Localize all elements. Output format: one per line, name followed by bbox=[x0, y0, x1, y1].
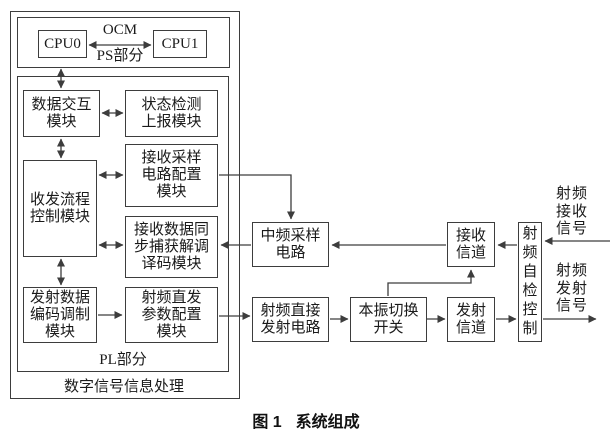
ocm-bus-label: OCM bbox=[102, 22, 138, 38]
label-line: 中频采样 bbox=[260, 227, 321, 244]
label-line: 电路配置 bbox=[141, 167, 202, 183]
label-line: 自 bbox=[522, 264, 538, 280]
label-line: 接收数据同 bbox=[133, 221, 209, 238]
outer-frame-digital-signal-processing bbox=[10, 11, 240, 399]
label-line: 模块 bbox=[156, 184, 187, 200]
label-line: 信号 bbox=[555, 221, 588, 237]
label-line: 数据交互 bbox=[31, 96, 92, 113]
box-rx-sync-decode-module: 接收数据同 步捕获解调 译码模块 bbox=[125, 216, 218, 278]
label-line: 电路 bbox=[275, 244, 306, 261]
ps-section-frame bbox=[17, 17, 230, 68]
box-cpu1: CPU1 bbox=[153, 30, 207, 58]
box-status-report-module: 状态检测 上报模块 bbox=[125, 90, 218, 137]
pl-section-frame bbox=[17, 76, 229, 372]
cpu1-label: CPU1 bbox=[161, 35, 199, 52]
label-line: 接收 bbox=[455, 227, 486, 244]
label-line: 信道 bbox=[455, 319, 486, 336]
box-tx-channel: 发射 信道 bbox=[447, 297, 495, 342]
outer-frame-label: 数字信号信息处理 bbox=[63, 379, 185, 395]
label-line: 控制模块 bbox=[29, 208, 90, 225]
label-line: 开关 bbox=[373, 319, 404, 336]
label-line: 收发流程 bbox=[29, 191, 90, 208]
label-line: 参数配置 bbox=[141, 306, 202, 323]
label-line: 发射 bbox=[555, 280, 588, 297]
box-rf-direct-tx-circuit: 射频直接 发射电路 bbox=[252, 297, 329, 342]
label-line: 状态检测 bbox=[141, 96, 202, 113]
label-line: 模块 bbox=[46, 113, 77, 130]
figure-caption-number: 图 1 bbox=[252, 414, 282, 431]
label-line: 发射电路 bbox=[260, 319, 321, 336]
label-line: 信道 bbox=[455, 244, 486, 261]
label-line: 发射 bbox=[455, 302, 486, 319]
cpu0-label: CPU0 bbox=[44, 35, 81, 52]
figure-caption: 图 1 系统组成 bbox=[0, 408, 612, 432]
box-rf-selfcheck-control: 射 频 自 检 控 制 bbox=[518, 222, 542, 342]
box-data-exchange-module: 数据交互 模块 bbox=[23, 90, 100, 137]
label-line: 接收 bbox=[555, 203, 588, 220]
label-line: 编码调制 bbox=[29, 306, 90, 323]
box-lo-switch: 本振切换 开关 bbox=[350, 297, 427, 342]
label-line: 射频 bbox=[555, 186, 588, 202]
label-line: 频 bbox=[522, 245, 538, 261]
box-rx-sampling-config-module: 接收采样 电路配置 模块 bbox=[125, 144, 218, 207]
box-flow-control-module: 收发流程 控制模块 bbox=[23, 160, 97, 257]
label-line: 射 bbox=[522, 226, 538, 242]
box-if-sampling-circuit: 中频采样 电路 bbox=[252, 222, 329, 267]
label-line: 步捕获解调 bbox=[133, 238, 209, 255]
box-tx-encode-mod-module: 发射数据 编码调制 模块 bbox=[23, 287, 97, 343]
label-line: 射频直发 bbox=[141, 289, 202, 306]
rf-receive-signal-label: 射频 接收 信号 bbox=[550, 186, 594, 239]
label-line: 模块 bbox=[44, 323, 75, 340]
label-line: 控 bbox=[522, 302, 538, 318]
label-line: 上报模块 bbox=[141, 113, 202, 130]
label-line: 发射数据 bbox=[29, 289, 90, 306]
label-line: 检 bbox=[522, 283, 538, 299]
label-line: 模块 bbox=[156, 323, 187, 340]
label-line: 制 bbox=[522, 321, 538, 337]
label-line: 译码模块 bbox=[141, 255, 202, 272]
rf-transmit-signal-label: 射频 发射 信号 bbox=[550, 263, 594, 316]
arrow-lo-switch-to-rx-channel bbox=[387, 269, 475, 296]
figure-caption-title: 系统组成 bbox=[295, 414, 360, 431]
label-line: 射频直接 bbox=[260, 302, 321, 319]
box-cpu0: CPU0 bbox=[38, 30, 87, 58]
label-line: 本振切换 bbox=[358, 302, 419, 319]
label-line: 射频 bbox=[555, 263, 588, 279]
ps-section-label: PS部分 bbox=[96, 48, 144, 64]
box-rx-channel: 接收 信道 bbox=[447, 222, 495, 267]
box-rf-direct-config-module: 射频直发 参数配置 模块 bbox=[125, 287, 218, 343]
label-line: 接收采样 bbox=[141, 150, 202, 166]
pl-section-label: PL部分 bbox=[99, 352, 147, 368]
arrow-rx-sampling-config-to-if-sampling bbox=[219, 174, 295, 220]
label-line: 信号 bbox=[555, 298, 588, 314]
